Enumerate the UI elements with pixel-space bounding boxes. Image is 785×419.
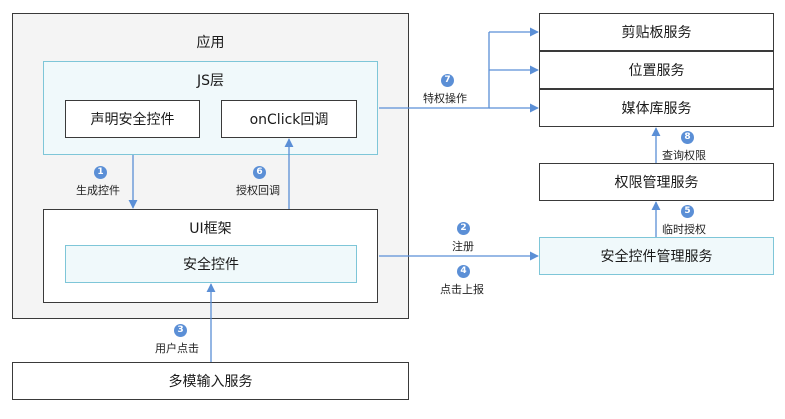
- step-badge-2: 2: [457, 222, 470, 235]
- input-service-box: 多模输入服务: [12, 362, 409, 400]
- app-title: 应用: [196, 35, 225, 51]
- step-label-4: 点击上报: [440, 283, 484, 296]
- step-label-1: 生成控件: [76, 184, 120, 197]
- declare-control-box: 声明安全控件: [65, 100, 200, 138]
- step-label-7: 特权操作: [423, 92, 467, 105]
- step-label-5: 临时授权: [662, 223, 706, 236]
- step-badge-7: 7: [441, 74, 454, 87]
- step-label-3: 用户点击: [155, 342, 199, 355]
- step-badge-5: 5: [681, 205, 694, 218]
- step-badge-6: 6: [253, 166, 266, 179]
- step-badge-3: 3: [174, 324, 187, 337]
- media-library-service-box: 媒体库服务: [539, 89, 774, 127]
- onclick-callback-box: onClick回调: [221, 100, 357, 138]
- clipboard-service-box: 剪贴板服务: [539, 13, 774, 51]
- security-control-manager-box: 安全控件管理服务: [539, 237, 774, 275]
- permission-manager-box: 权限管理服务: [539, 163, 774, 201]
- step-badge-4: 4: [457, 265, 470, 278]
- step-badge-1: 1: [94, 166, 107, 179]
- location-service-box: 位置服务: [539, 51, 774, 89]
- js-layer-title: JS层: [196, 73, 224, 89]
- step-label-6: 授权回调: [236, 184, 280, 197]
- ui-framework-title: UI框架: [189, 221, 232, 237]
- step-label-8: 查询权限: [662, 149, 706, 162]
- security-control-box: 安全控件: [65, 245, 357, 283]
- step-label-2: 注册: [452, 240, 474, 253]
- step-badge-8: 8: [681, 131, 694, 144]
